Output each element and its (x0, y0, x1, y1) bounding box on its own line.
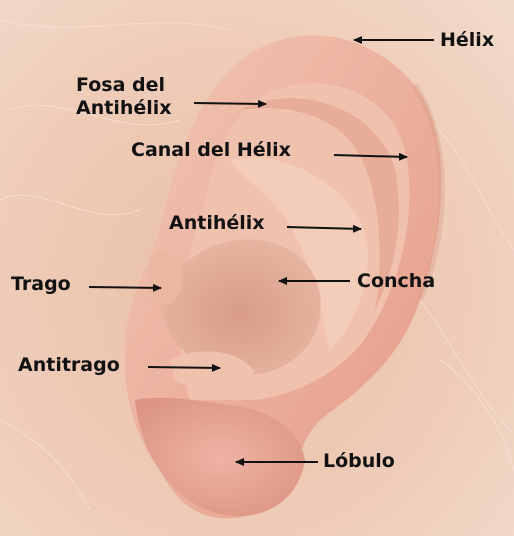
label-antihelix-text: Antihélix (169, 212, 265, 234)
label-fosa-line-1: Fosa del (76, 74, 166, 96)
label-lobule: Lóbulo (323, 450, 395, 472)
label-helix-text: Hélix (440, 29, 495, 51)
label-canal-helix: Canal del Hélix (131, 139, 291, 161)
label-lobule-text: Lóbulo (323, 450, 395, 472)
label-tragus-text: Trago (11, 273, 71, 295)
label-concha-text: Concha (357, 270, 436, 292)
label-antitragus: Antitrago (18, 354, 120, 376)
label-canal-text: Canal del Hélix (131, 139, 291, 161)
label-antitragus-text: Antitrago (18, 354, 120, 376)
label-helix: Hélix (440, 29, 494, 51)
label-concha: Concha (357, 270, 435, 292)
label-antihelix: Antihélix (169, 212, 265, 234)
label-fosa-line-2: Antihélix (76, 97, 172, 119)
label-fosa-antihelix: Fosa del Antihélix (76, 74, 172, 120)
label-tragus: Trago (11, 273, 71, 295)
